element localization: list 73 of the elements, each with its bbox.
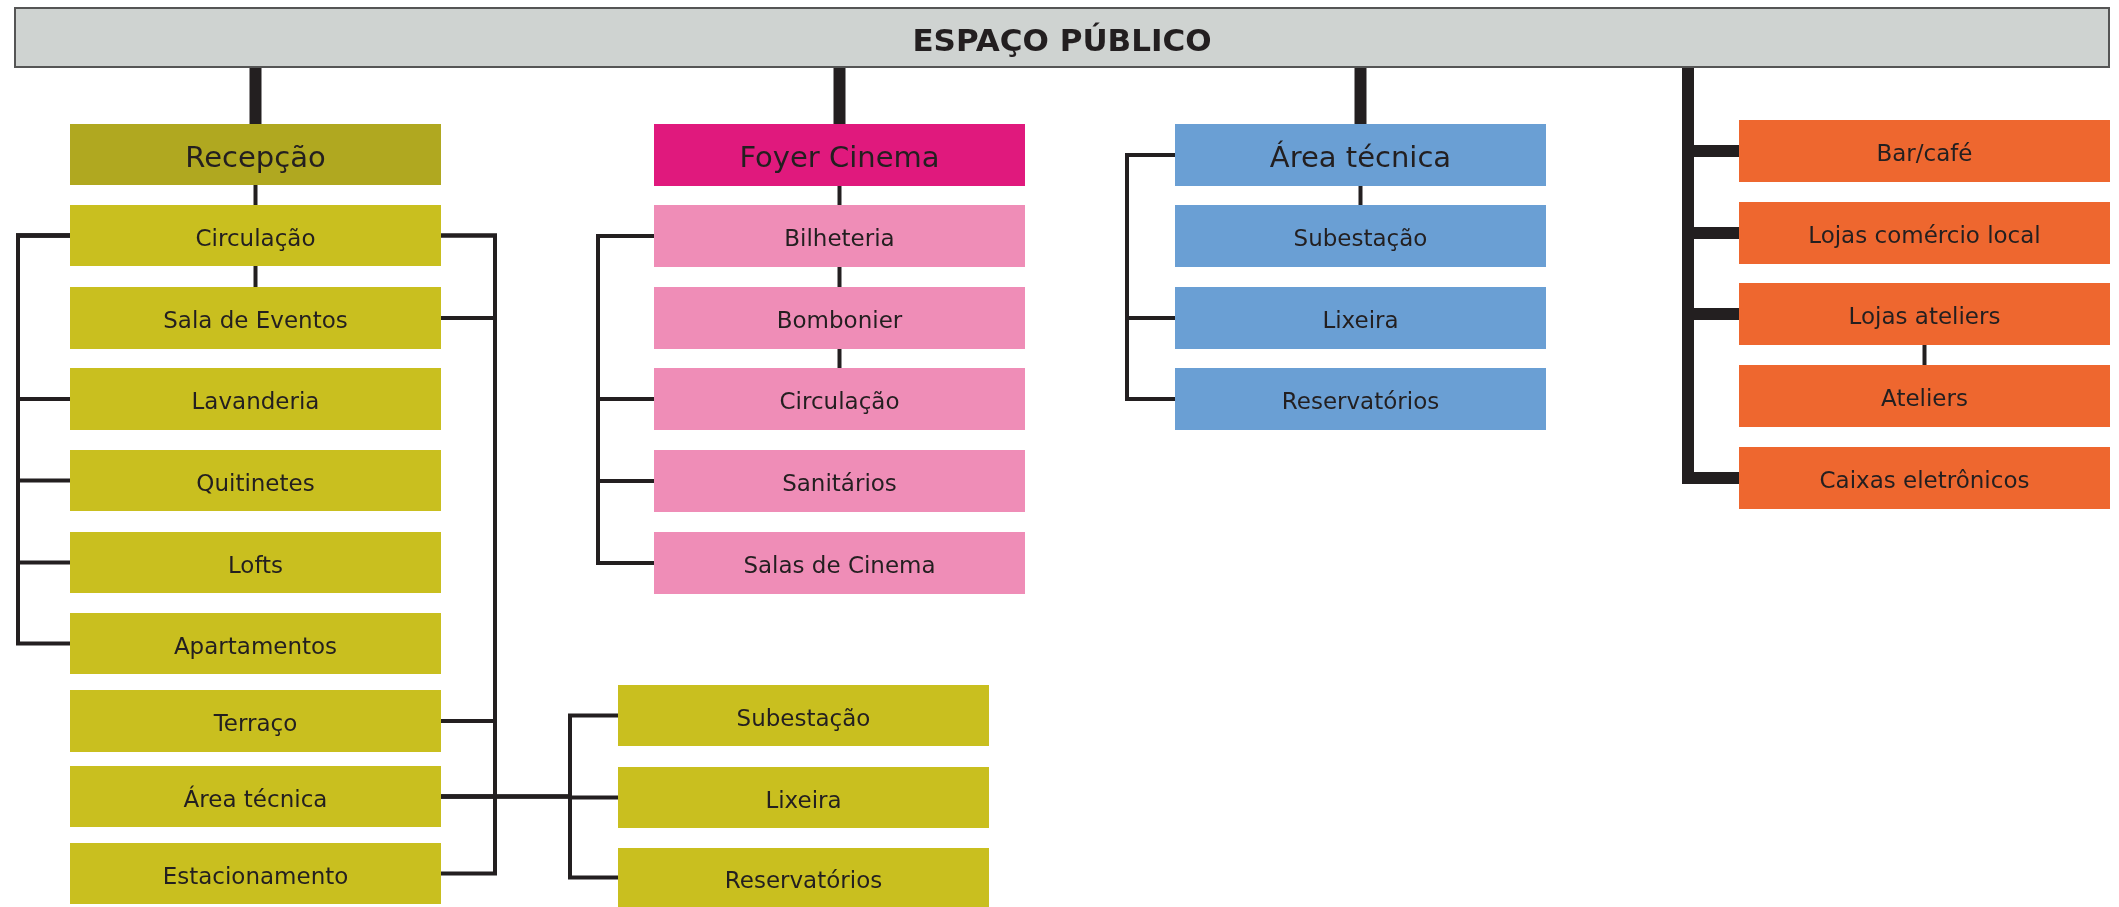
title-bar [14, 7, 2110, 68]
connector-line [1125, 153, 1175, 401]
node-label: Subestação [1293, 224, 1428, 251]
node-label: Foyer Cinema [739, 139, 940, 174]
connector-line [1354, 68, 1367, 124]
connector-line [249, 68, 262, 124]
item-box [1739, 202, 2110, 264]
item-box [654, 532, 1025, 594]
connector-line [837, 267, 842, 287]
item-box [618, 848, 989, 907]
connector-line [16, 233, 70, 646]
connector-line [253, 266, 258, 287]
node-label: Sanitários [782, 469, 897, 496]
item-box [1739, 365, 2110, 427]
item-box [618, 685, 989, 746]
item-box [654, 368, 1025, 430]
item-box [654, 450, 1025, 512]
connector-line [1922, 345, 1927, 365]
category-header-box [654, 124, 1025, 186]
item-box [1175, 205, 1546, 267]
node-label: Lojas comércio local [1808, 221, 2041, 248]
node-label: Bar/café [1876, 139, 1973, 166]
node-label: Bilheteria [784, 224, 895, 251]
item-box [70, 287, 441, 349]
node-label: Recepção [185, 138, 326, 174]
node-label: Apartamentos [173, 631, 338, 659]
item-box [1739, 120, 2110, 182]
item-box [654, 205, 1025, 267]
node-label: Área técnica [1269, 139, 1452, 174]
node-label: Reservatórios [1281, 387, 1440, 414]
item-box [70, 690, 441, 752]
node-label: Área técnica [183, 784, 328, 812]
node-label: Caixas eletrônicos [1819, 466, 2030, 493]
connector-line [596, 234, 654, 565]
node-label: Lixeira [765, 785, 842, 813]
item-box [70, 450, 441, 511]
connector-line [837, 349, 842, 368]
connector-line [253, 185, 258, 205]
node-label: Estacionamento [162, 861, 349, 889]
item-box [70, 532, 441, 593]
node-label: Ateliers [1881, 384, 1968, 411]
node-label: Sala de Eventos [163, 306, 348, 333]
connector-line [1358, 186, 1363, 205]
node-label: Circulação [779, 387, 900, 414]
item-box [1175, 287, 1546, 349]
item-box [70, 613, 441, 674]
node-label: Bombonier [776, 306, 903, 333]
item-box [70, 843, 441, 904]
node-label: Terraço [213, 709, 298, 736]
category-header-box [70, 124, 441, 185]
node-label: Lavanderia [191, 387, 320, 414]
connector-line [441, 794, 618, 880]
item-box [70, 205, 441, 266]
item-box [70, 368, 441, 430]
node-label: Subestação [736, 703, 871, 731]
title: ESPAÇO PÚBLICO [912, 20, 1212, 58]
item-box [1739, 447, 2110, 509]
item-box [654, 287, 1025, 349]
connector-line [833, 68, 846, 124]
connector-line [837, 186, 842, 205]
node-label: Circulação [195, 223, 316, 251]
node-label: Quitinetes [196, 468, 315, 496]
connector-line [441, 233, 497, 876]
item-box [1175, 368, 1546, 430]
node-label: Reservatórios [724, 865, 883, 893]
item-box [618, 767, 989, 828]
node-label: Lixeira [1322, 306, 1399, 333]
node-label: Lojas ateliers [1848, 302, 2001, 329]
category-header-box [1175, 124, 1546, 186]
node-label: Salas de Cinema [743, 551, 936, 578]
node-label: Lofts [227, 550, 284, 578]
item-box [70, 766, 441, 827]
item-box [1739, 283, 2110, 345]
